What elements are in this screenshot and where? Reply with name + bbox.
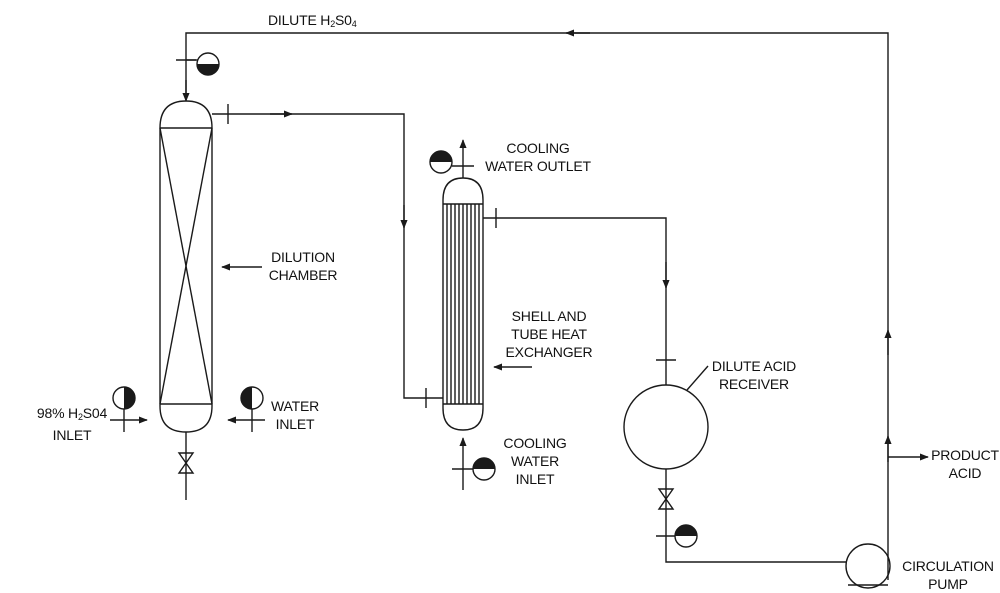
product-acid-line2: ACID [948, 465, 982, 481]
dilute-acid-label-mid: S0 [335, 12, 352, 28]
dilution-chamber-line1: DILUTION [271, 249, 335, 265]
receiver-line1: DILUTE ACID [711, 358, 797, 374]
water-inlet-label: WATER INLET [266, 397, 324, 433]
cooling-water-outlet-line1: COOLING [506, 140, 570, 156]
cooling-water-outlet-label: COOLING WATER OUTLET [482, 139, 594, 175]
indicator-cooling-outlet [430, 151, 452, 173]
heat-exchanger-line3: EXCHANGER [505, 344, 593, 360]
receiver-pointer [687, 366, 708, 390]
dilution-chamber [160, 101, 212, 432]
indicator-top-inlet [197, 53, 219, 75]
acid-inlet-line2: INLET [52, 427, 92, 443]
dilution-chamber-label: DILUTION CHAMBER [264, 248, 342, 284]
dilute-acid-label-sub1: 2 [330, 19, 335, 29]
acid-inlet-line1: 98% H2S04 [30, 404, 114, 426]
cooling-water-inlet-line1: COOLING [503, 435, 567, 451]
chamber-outlet-line [212, 114, 443, 398]
dilute-acid-label-pre: DILUTE H [268, 12, 331, 28]
product-acid-line1: PRODUCT [931, 447, 999, 463]
acid-inlet-pre: 98% H [36, 405, 78, 421]
circulation-pump [846, 544, 890, 588]
cooling-water-inlet-label: COOLING WATER INLET [498, 434, 572, 488]
circulation-pump-label: CIRCULATION PUMP [898, 557, 998, 593]
cooling-water-outlet-line2: WATER OUTLET [485, 158, 591, 174]
heat-exchanger-line2: TUBE HEAT [511, 326, 587, 342]
receiver-outlet-valve [659, 489, 673, 509]
indicator-receiver-outlet [675, 525, 697, 547]
receiver-line2: RECEIVER [719, 376, 789, 392]
dilute-acid-label: DILUTE H2S04 [268, 11, 357, 33]
indicator-water-inlet [241, 387, 263, 409]
exchanger-outlet-line [483, 218, 666, 385]
circulation-pump-line1: CIRCULATION [902, 558, 994, 574]
indicator-cooling-inlet [473, 458, 495, 480]
product-acid-label: PRODUCT ACID [930, 446, 1000, 482]
heat-exchanger-label: SHELL AND TUBE HEAT EXCHANGER [500, 307, 598, 361]
water-inlet-line1: WATER [271, 398, 319, 414]
dilute-acid-receiver-label: DILUTE ACID RECEIVER [708, 357, 800, 393]
shell-and-tube-heat-exchanger [443, 178, 483, 430]
acid-inlet-label: 98% H2S04 INLET [30, 404, 114, 444]
dilution-chamber-line2: CHAMBER [268, 267, 338, 283]
chamber-drain-valve [179, 453, 193, 473]
cooling-water-inlet-line2: WATER [511, 453, 559, 469]
cooling-water-inlet-line3: INLET [515, 471, 555, 487]
water-inlet-line2: INLET [275, 416, 315, 432]
dilute-acid-receiver [624, 385, 708, 469]
circulation-pump-line2: PUMP [928, 576, 968, 592]
receiver-outlet-line [666, 469, 846, 562]
dilute-return-line [186, 33, 888, 580]
acid-inlet-post: S04 [82, 405, 108, 421]
dilute-acid-label-sub2: 4 [351, 19, 357, 29]
acid-inlet-sub: 2 [77, 412, 83, 422]
indicator-acid-inlet [113, 387, 135, 409]
heat-exchanger-line1: SHELL AND [511, 308, 587, 324]
